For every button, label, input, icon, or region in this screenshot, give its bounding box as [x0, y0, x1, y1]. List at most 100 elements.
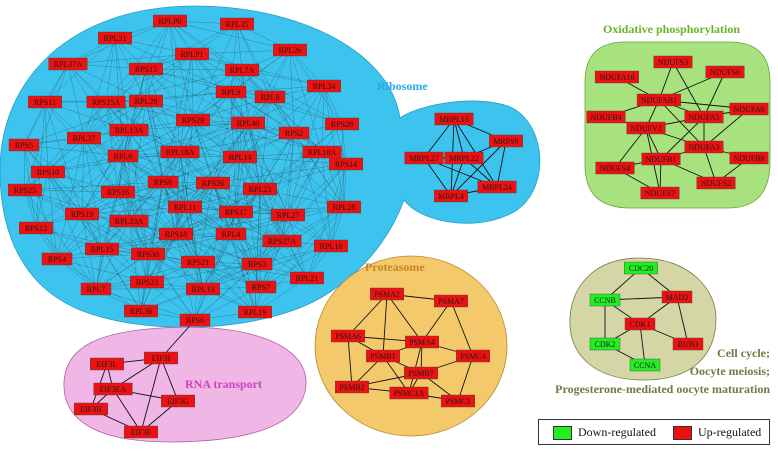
network-edge — [117, 119, 194, 193]
network-edge — [23, 144, 130, 222]
network-edge — [247, 122, 345, 208]
gene-node-box — [65, 207, 100, 221]
gene-node-box — [705, 65, 745, 79]
gene-node-label: RPS23 — [136, 278, 158, 287]
network-edge — [47, 171, 58, 260]
gene-node-box — [19, 221, 53, 235]
network-edge — [453, 118, 465, 159]
gene-node-label: RPL7 — [87, 285, 106, 294]
network-edge — [197, 182, 214, 263]
network-edge — [81, 213, 142, 312]
network-edge — [175, 233, 196, 321]
network-edge — [347, 335, 353, 388]
network-edge — [169, 20, 271, 98]
gene-node-box — [129, 62, 164, 76]
gene-node-box — [404, 366, 438, 380]
gene-node-label: NDUFB8 — [733, 154, 764, 163]
network-edge — [450, 140, 507, 197]
network-edge — [162, 122, 249, 183]
network-edge — [184, 122, 249, 208]
network-edge — [191, 53, 232, 93]
gene-node-box — [729, 102, 769, 116]
network-edge — [35, 227, 149, 255]
network-edge — [122, 155, 199, 263]
network-edge — [423, 118, 455, 159]
gene-node-label: RPL21 — [296, 274, 319, 283]
network-edge — [197, 261, 256, 313]
network-edge — [287, 163, 347, 216]
gene-node-box — [241, 257, 273, 271]
gene-node-box — [159, 227, 194, 241]
network-edge — [122, 122, 249, 157]
network-edge — [67, 53, 193, 65]
legend: Down-regulated Up-regulated — [538, 419, 770, 445]
gene-node-label: NDUFV2 — [630, 124, 662, 133]
gene-node-box — [586, 110, 626, 124]
gene-node-box — [245, 280, 277, 294]
network-edge — [23, 144, 124, 157]
gene-node-label: RPL6 — [114, 152, 133, 161]
gene-node-box — [335, 380, 369, 394]
network-edge — [105, 37, 116, 103]
gene-node-label: NDUFA5 — [689, 113, 720, 122]
network-edge — [321, 151, 332, 247]
network-edge — [191, 53, 241, 158]
network-edge — [145, 23, 238, 70]
gene-node-label: CDC20 — [629, 264, 653, 273]
network-edge — [122, 155, 232, 235]
network-edge — [122, 155, 149, 255]
gene-node-box — [624, 317, 656, 331]
network-edge — [128, 156, 241, 222]
gene-node-box — [186, 282, 221, 296]
gene-node-box — [131, 247, 166, 261]
network-edge — [230, 23, 238, 93]
gene-node-box — [223, 150, 258, 164]
gene-node-label: RPS4 — [48, 255, 66, 264]
gene-node-label: MRPL27 — [409, 154, 439, 163]
gene-node-label: RPL37A — [54, 60, 83, 69]
network-edge — [56, 213, 83, 260]
gene-node-label: RPS18 — [165, 230, 187, 239]
gene-node-label: RPL29 — [135, 97, 158, 106]
gene-node-box — [153, 14, 188, 28]
gene-node-box — [107, 149, 139, 163]
gene-node-box — [640, 186, 680, 200]
gene-node-label: MRPL22 — [449, 154, 479, 163]
gene-node-box — [594, 70, 639, 84]
gene-node-label: EIF3I — [152, 354, 171, 363]
network-edge — [323, 85, 343, 125]
network-edge — [184, 206, 204, 290]
gene-node-box — [101, 185, 136, 199]
network-edge — [197, 188, 261, 263]
network-edge — [236, 23, 243, 71]
network-edge — [281, 132, 295, 242]
gene-node-label: RPL7A — [230, 66, 255, 75]
network-edge — [184, 206, 256, 313]
gene-node-box — [444, 151, 484, 165]
gene-node-label: RPL27 — [277, 211, 300, 220]
network-edge — [105, 91, 232, 103]
network-edge — [658, 99, 705, 148]
gene-node-box — [225, 63, 260, 77]
progesterone-label: Progesterone-mediated oocyte maturation — [555, 382, 770, 396]
gene-node-label: RPL23 — [249, 185, 272, 194]
gene-node-label: RPL19 — [244, 308, 267, 317]
network-edge — [247, 122, 283, 242]
gene-node-label: RPS10 — [37, 168, 59, 177]
network-edge — [230, 233, 308, 279]
network-edge — [145, 68, 249, 124]
network-edge — [287, 151, 323, 216]
legend-down-swatch — [553, 425, 572, 440]
network-edge — [160, 357, 179, 402]
network-edge — [23, 144, 103, 250]
gene-node-label: RPS3 — [248, 260, 266, 269]
gene-node-label: RPL31 — [104, 34, 127, 43]
network-edge — [122, 155, 237, 213]
gene-node-box — [589, 337, 621, 351]
gene-node-label: NDUFS7 — [645, 189, 675, 198]
network-edge — [112, 388, 142, 433]
network-edge — [269, 96, 323, 153]
gene-node-box — [489, 134, 523, 148]
network-edge — [67, 63, 85, 139]
